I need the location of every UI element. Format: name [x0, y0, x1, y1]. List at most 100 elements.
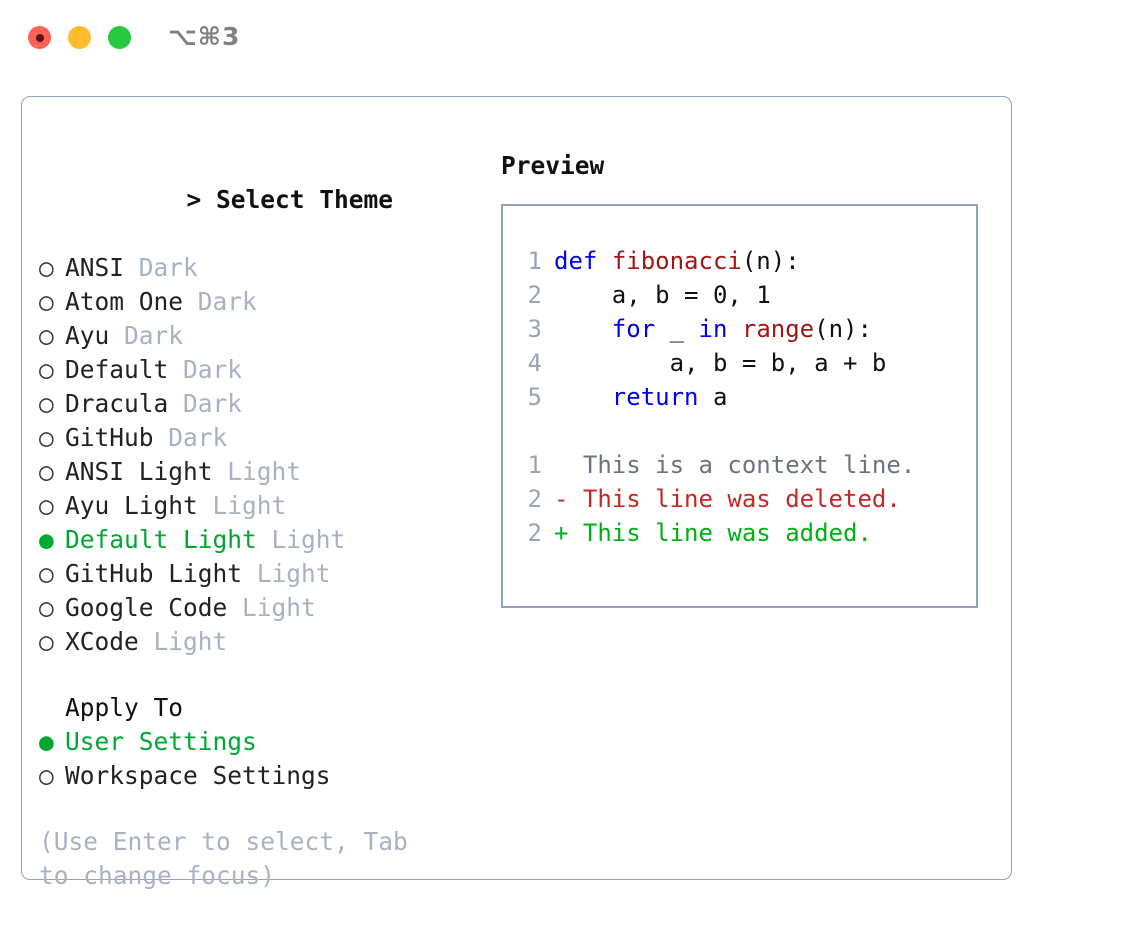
theme-option-dracula[interactable]: ○ Dracula Dark	[39, 387, 489, 421]
theme-selector-panel: > Select Theme ○ANSI Dark○Atom One Dark○…	[21, 96, 1012, 890]
diff-text: This line was added.	[582, 519, 872, 547]
theme-option-tag: Dark	[197, 287, 257, 316]
window-controls	[28, 26, 131, 49]
radio-unselected-icon: ○	[39, 627, 54, 656]
code-token	[727, 315, 741, 343]
diff-line: 1 This is a context line.	[516, 448, 916, 482]
code-line: 2 a, b = 0, 1	[516, 278, 886, 312]
radio-selected-icon: ●	[39, 525, 54, 554]
apply-to-option-list[interactable]: ●User Settings○Workspace Settings	[39, 725, 489, 793]
line-number: 4	[527, 349, 542, 377]
code-line: 5 return a	[516, 380, 886, 414]
theme-option-tag: Dark	[138, 253, 198, 282]
theme-option-tag: Dark	[124, 321, 184, 350]
code-token: a, b = b, a + b	[554, 349, 887, 377]
diff-text: This line was deleted.	[582, 485, 901, 513]
spacer	[183, 287, 198, 316]
theme-option-label: ANSI	[65, 253, 125, 282]
code-token: range	[741, 315, 815, 343]
diff-marker: -	[554, 485, 583, 513]
diff-text: This is a context line.	[582, 451, 916, 479]
theme-option-tag: Light	[271, 525, 346, 554]
maximize-button[interactable]	[108, 26, 131, 49]
theme-option-ayu-light[interactable]: ○Ayu Light Light	[39, 489, 489, 523]
theme-option-ansi-light[interactable]: ○ ANSI Light Light	[39, 455, 489, 489]
diff-marker	[554, 451, 583, 479]
spacer	[168, 355, 183, 384]
apply-to-option-label: Workspace Settings	[65, 761, 331, 790]
spacer	[227, 593, 242, 622]
spacer	[139, 627, 154, 656]
radio-unselected-icon: ○	[39, 423, 54, 452]
diff-line: 2- This line was deleted.	[516, 482, 915, 516]
apply-to-option-user-settings[interactable]: ●User Settings	[39, 725, 489, 759]
diff-sample: 1 This is a context line.2- This line wa…	[516, 448, 916, 550]
theme-option-label: ANSI Light	[65, 457, 213, 486]
theme-option-default[interactable]: ○Default Dark	[39, 353, 489, 387]
theme-option-tag: Light	[227, 457, 302, 486]
apply-to-option-label: User Settings	[65, 727, 257, 756]
theme-option-ayu[interactable]: ○ Ayu Dark	[39, 319, 489, 353]
code-token: (n):	[741, 247, 800, 275]
theme-option-google-code[interactable]: ○Google Code Light	[39, 591, 489, 625]
theme-option-atom-one[interactable]: ○Atom One Dark	[39, 285, 489, 319]
apply-to-option-workspace-settings[interactable]: ○Workspace Settings	[39, 759, 489, 793]
theme-option-github[interactable]: ○GitHub Dark	[39, 421, 489, 455]
radio-unselected-icon: ○	[39, 457, 54, 486]
spacer	[154, 423, 169, 452]
theme-option-label: Ayu	[65, 321, 110, 350]
spacer	[109, 321, 124, 350]
code-token: in	[698, 315, 728, 343]
radio-unselected-icon: ○	[39, 287, 54, 316]
preview-title: Preview	[501, 151, 605, 180]
code-token: _	[655, 315, 699, 343]
spacer	[242, 559, 257, 588]
keyboard-shortcut-label: ⌥⌘3	[168, 22, 241, 51]
close-button[interactable]	[28, 26, 51, 49]
theme-option-tag: Light	[153, 627, 228, 656]
theme-option-label: GitHub Light	[65, 559, 243, 588]
theme-option-list[interactable]: ○ANSI Dark○Atom One Dark○Ayu Dark○Defaul…	[39, 251, 489, 659]
minimize-button[interactable]	[68, 26, 91, 49]
radio-unselected-icon: ○	[39, 593, 54, 622]
radio-unselected-icon: ○	[39, 253, 54, 282]
theme-option-tag: Light	[212, 491, 287, 520]
theme-option-xcode[interactable]: ○XCode Light	[39, 625, 489, 659]
code-line: 4 a, b = b, a + b	[516, 346, 887, 380]
spacer	[198, 491, 213, 520]
theme-option-label: Default Light	[65, 525, 257, 554]
theme-option-label: Google Code	[65, 593, 228, 622]
theme-list-column: > Select Theme ○ANSI Dark○Atom One Dark○…	[39, 149, 489, 893]
theme-option-tag: Dark	[183, 389, 243, 418]
radio-unselected-icon: ○	[39, 321, 54, 350]
code-token: def	[554, 247, 598, 275]
spacer	[124, 253, 139, 282]
theme-option-label: Dracula	[65, 389, 169, 418]
code-line: 3 for _ in range(n):	[516, 312, 886, 346]
theme-option-default-light[interactable]: ● Default Light Light	[39, 523, 489, 557]
theme-option-ansi[interactable]: ○ ANSI Dark	[39, 251, 489, 285]
line-number: 1	[527, 247, 542, 275]
radio-unselected-icon: ○	[39, 389, 54, 418]
theme-option-label: Ayu Light	[65, 491, 198, 520]
code-token	[597, 247, 611, 275]
select-theme-header: > Select Theme	[39, 149, 489, 251]
radio-unselected-icon: ○	[39, 559, 54, 588]
keyboard-hint-text: (Use Enter to select, Tab to change focu…	[39, 827, 423, 890]
code-token: for	[611, 315, 656, 343]
code-token: a	[698, 383, 728, 411]
spacer	[257, 525, 272, 554]
code-token: (n):	[814, 315, 872, 343]
theme-option-github-light[interactable]: ○GitHub Light Light	[39, 557, 489, 591]
code-token	[554, 315, 612, 343]
diff-line: 2+ This line was added.	[516, 516, 915, 550]
apply-to-label: Apply To	[65, 693, 184, 722]
code-token	[554, 383, 612, 411]
radio-unselected-icon: ○	[39, 355, 54, 384]
line-number: 5	[527, 383, 542, 411]
line-number: 1	[527, 451, 542, 479]
